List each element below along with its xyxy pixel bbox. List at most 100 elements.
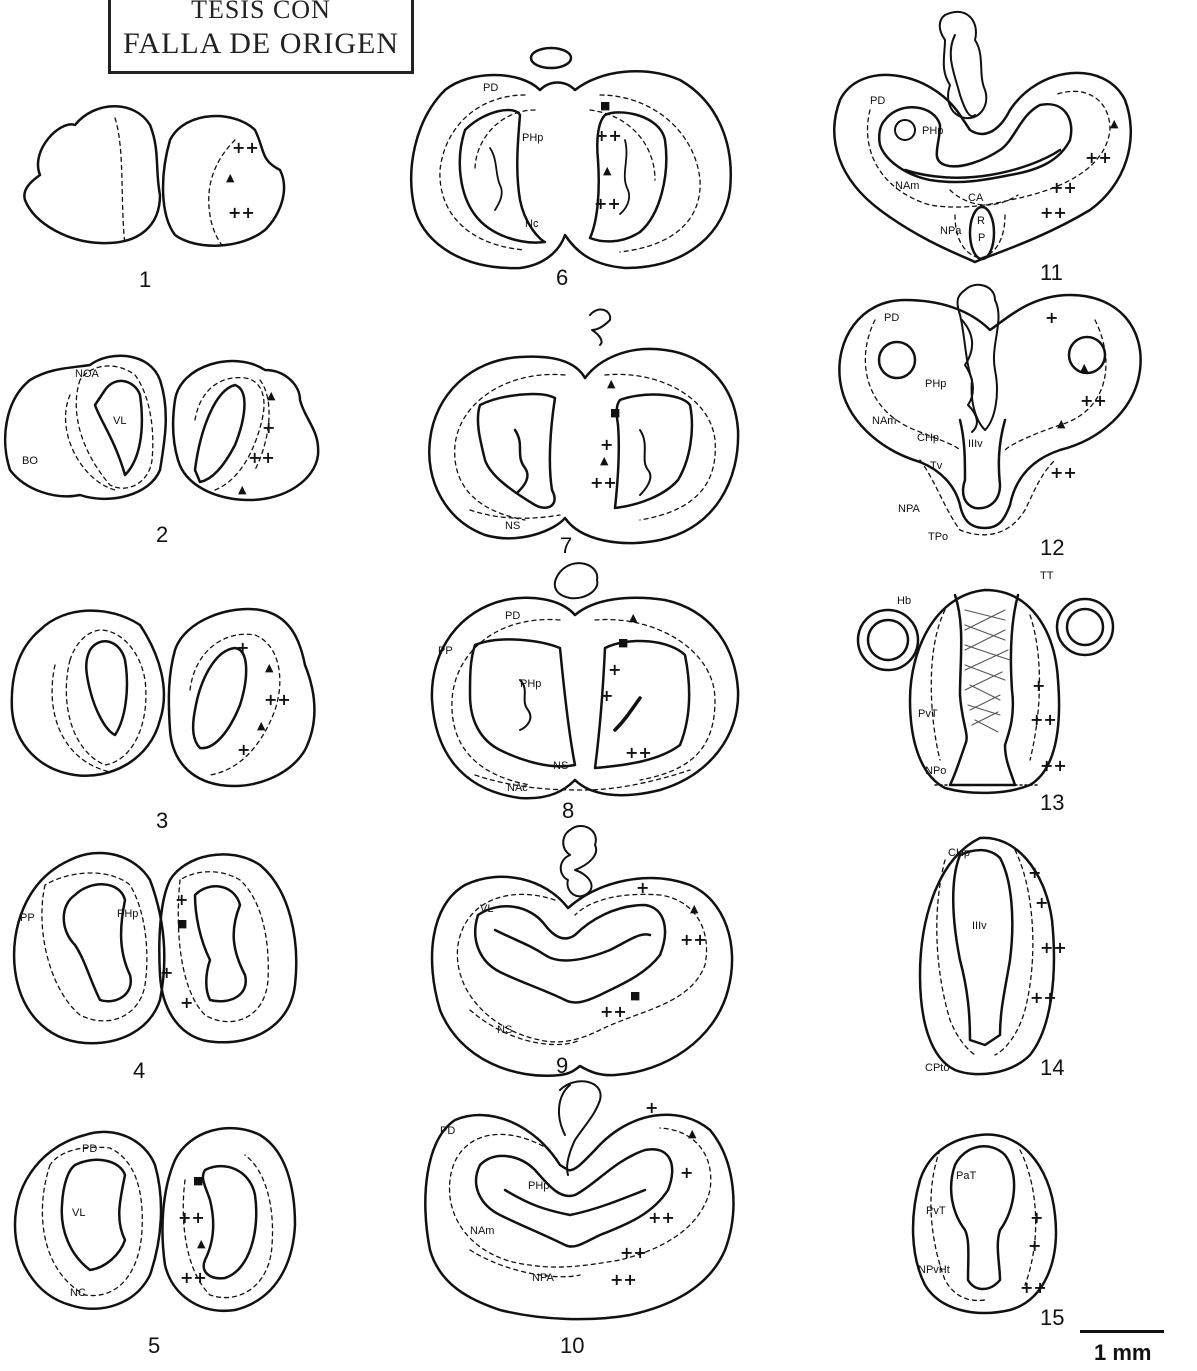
marker-triangle: ▲ xyxy=(238,484,246,495)
section-number-1: 1 xyxy=(139,267,151,293)
marker-plusplus: ++ xyxy=(620,1245,647,1261)
label-vl: VL xyxy=(72,1207,85,1219)
marker-plusplus: ++ xyxy=(594,196,621,212)
label-npa: NPA xyxy=(532,1272,554,1284)
label-ns: NS xyxy=(497,1024,512,1036)
section-number-13: 13 xyxy=(1040,790,1064,816)
label-nac: NAc xyxy=(507,782,528,794)
marker-square: ■ xyxy=(610,407,620,418)
label-php: PHp xyxy=(922,125,943,137)
label-nc: Nc xyxy=(525,218,538,230)
marker-plusplus: ++ xyxy=(1040,758,1067,774)
label-php: PHp xyxy=(117,908,138,920)
marker-plusplus: ++ xyxy=(625,745,652,761)
marker-plus: + xyxy=(175,892,188,908)
label-pd: PD xyxy=(440,1125,455,1137)
label-hb: Hb xyxy=(897,595,911,607)
section-number-7: 7 xyxy=(560,533,572,559)
label-vl: VL xyxy=(113,415,126,427)
label-p: P xyxy=(978,232,985,244)
marker-triangle: ▲ xyxy=(1057,418,1065,429)
marker-plus: + xyxy=(1028,1238,1041,1254)
label-vl: VL xyxy=(480,903,493,915)
marker-plusplus: ++ xyxy=(1040,205,1067,221)
marker-square: ■ xyxy=(600,100,610,111)
marker-plus: + xyxy=(645,1100,658,1116)
marker-plusplus: ++ xyxy=(1030,712,1057,728)
marker-plus: + xyxy=(237,742,250,758)
marker-plusplus: ++ xyxy=(1085,150,1112,166)
marker-plusplus: ++ xyxy=(232,140,259,156)
marker-plusplus: ++ xyxy=(180,1270,207,1286)
label-php: PHp xyxy=(528,1180,549,1192)
marker-plus: + xyxy=(608,662,621,678)
marker-triangle: ▲ xyxy=(1080,362,1088,373)
marker-plus: + xyxy=(1030,1210,1043,1226)
label-chp: CHp xyxy=(917,432,939,444)
marker-plusplus: ++ xyxy=(610,1272,637,1288)
marker-plusplus: ++ xyxy=(590,475,617,491)
marker-plusplus: ++ xyxy=(595,128,622,144)
marker-triangle: ▲ xyxy=(690,903,698,914)
label-tv: Tv xyxy=(930,460,942,472)
marker-plusplus: ++ xyxy=(228,205,255,221)
label-r: R xyxy=(977,215,985,227)
marker-plusplus: ++ xyxy=(1030,990,1057,1006)
marker-plus: + xyxy=(180,995,193,1011)
marker-square: ■ xyxy=(193,1175,203,1186)
section-number-10: 10 xyxy=(560,1333,584,1359)
marker-triangle: ▲ xyxy=(197,1238,205,1249)
marker-plus: + xyxy=(236,640,249,656)
marker-plusplus: ++ xyxy=(1080,393,1107,409)
marker-plus: + xyxy=(1035,895,1048,911)
marker-triangle: ▲ xyxy=(267,390,275,401)
label-pd: PD xyxy=(82,1143,97,1155)
label-npa: NPA xyxy=(898,503,920,515)
section-number-11: 11 xyxy=(1040,260,1063,286)
marker-plus: + xyxy=(1032,678,1045,694)
marker-square: ■ xyxy=(618,637,628,648)
marker-triangle: ▲ xyxy=(265,662,273,673)
label-pd: PD xyxy=(870,95,885,107)
label-php: PHp xyxy=(925,378,946,390)
label-pd: PD xyxy=(884,312,899,324)
section-number-12: 12 xyxy=(1040,535,1064,561)
scale-bar xyxy=(1080,1330,1164,1333)
label-pp: PP xyxy=(20,912,35,924)
marker-plusplus: ++ xyxy=(648,1210,675,1226)
section-1-outline xyxy=(24,106,284,245)
marker-triangle: ▲ xyxy=(688,1128,696,1139)
label-nam: NAm xyxy=(872,415,896,427)
label-pvt: PvT xyxy=(918,708,938,720)
section-number-6: 6 xyxy=(556,265,568,291)
marker-square: ■ xyxy=(630,990,640,1001)
marker-plus: + xyxy=(600,688,613,704)
label-php: PHp xyxy=(522,132,543,144)
label-tpo: TPo xyxy=(928,531,948,543)
marker-plusplus: ++ xyxy=(1050,465,1077,481)
marker-plus: + xyxy=(262,420,275,436)
label-npa: NPa xyxy=(940,225,961,237)
marker-plus: + xyxy=(1045,310,1058,326)
label-iiiv: IIIv xyxy=(968,438,983,450)
label-pat: PaT xyxy=(956,1170,976,1182)
section-number-3: 3 xyxy=(156,808,168,834)
section-number-15: 15 xyxy=(1040,1305,1064,1331)
marker-plusplus: ++ xyxy=(248,450,275,466)
label-nam: NAm xyxy=(895,180,919,192)
label-pp: PP xyxy=(438,645,453,657)
label-php: PHp xyxy=(520,678,541,690)
label-npo: NPo xyxy=(925,765,946,777)
marker-plus: + xyxy=(600,437,613,453)
label-nc: NC xyxy=(70,1287,86,1299)
marker-plus: + xyxy=(160,965,173,981)
label-tt: TT xyxy=(1040,570,1053,582)
label-pd: PD xyxy=(505,610,520,622)
label-noa: NOA xyxy=(75,368,99,380)
marker-plusplus: ++ xyxy=(178,1210,205,1226)
label-pd: PD xyxy=(483,82,498,94)
label-cpto: CPto xyxy=(925,1062,949,1074)
marker-triangle: ▲ xyxy=(600,455,608,466)
marker-plusplus: ++ xyxy=(264,692,291,708)
